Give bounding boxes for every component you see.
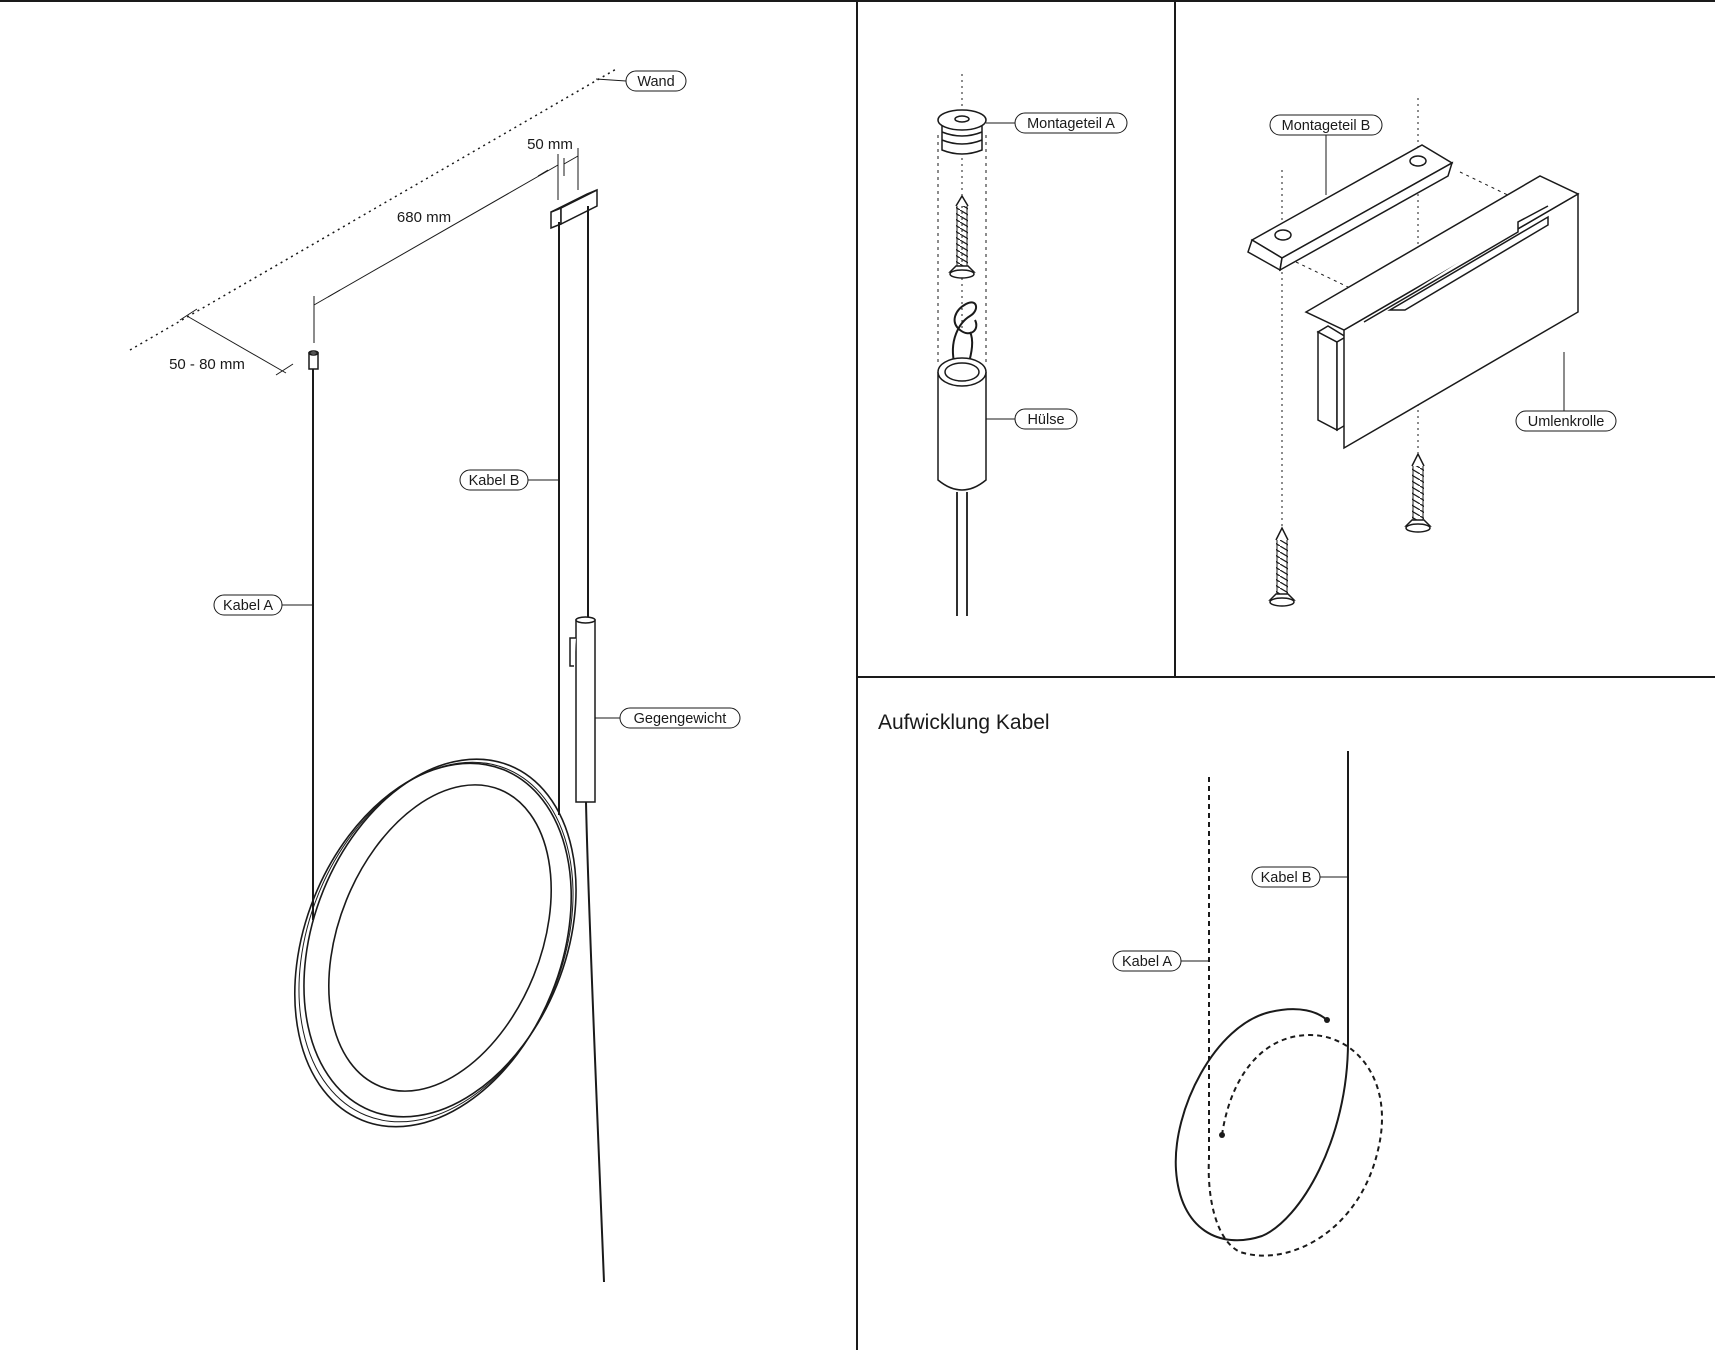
pulley-label-text: Umlenkrolle: [1528, 414, 1605, 430]
pulley-label: Umlenkrolle: [1515, 410, 1617, 432]
mount-b-label-text: Montageteil B: [1282, 118, 1371, 134]
dimension-50: [563, 148, 579, 190]
dimension-width-text: 50 mm: [527, 136, 573, 153]
wall-label: Wand: [625, 70, 687, 92]
winding-cable-a-path: [1207, 777, 1383, 1257]
dimension-offset-text: 50 - 80 mm: [169, 356, 245, 373]
cable-b-label: Kabel B: [459, 469, 529, 491]
mount-b-block: [550, 188, 598, 230]
cable-a-label: Kabel A: [213, 594, 283, 616]
cable-winding-title: Aufwicklung Kabel: [878, 711, 1050, 734]
mount-b-bracket: [1247, 144, 1454, 272]
mount-a-label: Montageteil A: [1014, 112, 1128, 134]
mount-a-cylinder: [308, 350, 319, 370]
main-assembly-labels: Wand 50 mm 680 mm 50 - 80 mm Kabel B Kab…: [169, 70, 741, 729]
cable-winding-labels: Kabel B Kabel A: [1112, 866, 1321, 972]
counterweight-label-text: Gegengewicht: [634, 711, 727, 727]
pulley-housing: [1304, 175, 1580, 450]
wall-reference-line: [129, 67, 619, 351]
winding-cable-b-end-dot: [1324, 1017, 1330, 1023]
mount-a-plug: [937, 109, 987, 155]
cable-knot: [951, 301, 978, 367]
dimension-50-80: [179, 308, 294, 376]
winding-cable-b-label-text: Kabel B: [1261, 870, 1312, 886]
counterweight-body: [569, 616, 596, 803]
wall-label-text: Wand: [637, 74, 674, 90]
mount-a-labels: Montageteil A Hülse: [1014, 112, 1128, 430]
sleeve-label: Hülse: [1014, 408, 1078, 430]
mount-b-screw-right: [1404, 452, 1432, 533]
sleeve-label-text: Hülse: [1027, 412, 1064, 428]
sleeve-body: [937, 357, 987, 491]
winding-cable-a-label: Kabel A: [1112, 950, 1182, 972]
detail-mount-b-panel: [1247, 98, 1580, 607]
dimension-680: [313, 154, 559, 343]
cable-a-label-text: Kabel A: [223, 598, 273, 614]
main-assembly-panel: [129, 67, 627, 1283]
detail-mount-a-panel: [937, 74, 1015, 616]
wall-label-leader: [595, 78, 627, 82]
winding-cable-b-path: [1174, 751, 1349, 1242]
winding-cable-b-label: Kabel B: [1251, 866, 1321, 888]
dimension-length-text: 680 mm: [397, 209, 451, 226]
cable-winding-panel: [1174, 751, 1383, 1257]
pull-cord-line: [585, 801, 605, 1283]
counterweight-label: Gegengewicht: [619, 707, 741, 729]
mount-b-label: Montageteil B: [1269, 114, 1383, 136]
winding-cable-a-end-dot: [1219, 1132, 1225, 1138]
mount-a-screw: [948, 194, 976, 279]
mount-b-screw-left: [1268, 526, 1296, 607]
cable-b-label-text: Kabel B: [469, 473, 520, 489]
mount-a-label-text: Montageteil A: [1027, 116, 1115, 132]
mount-b-labels: Montageteil B Umlenkrolle: [1269, 114, 1617, 432]
winding-cable-a-label-text: Kabel A: [1122, 954, 1172, 970]
ring-lamp: [294, 758, 577, 1128]
